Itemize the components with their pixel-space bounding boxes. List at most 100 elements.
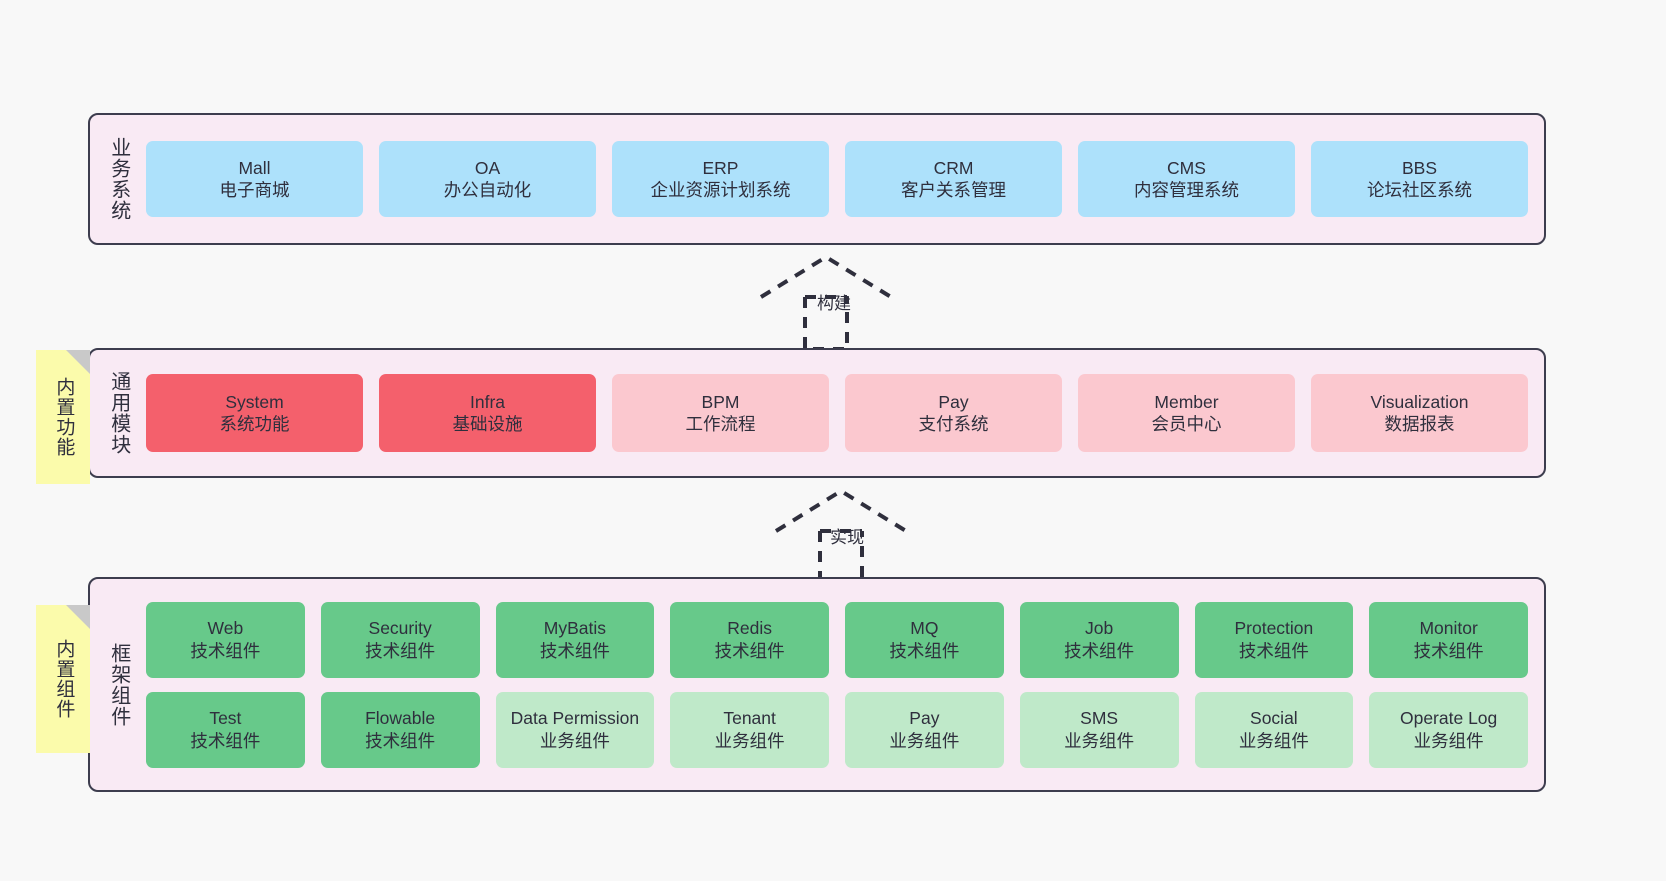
node-protection[interactable]: Protection 技术组件 xyxy=(1194,601,1354,678)
sticky-note-builtin-components: 内置组件 xyxy=(36,605,90,753)
node-title: ERP xyxy=(702,157,739,178)
node-infra[interactable]: Infra 基础设施 xyxy=(379,374,596,452)
node-subtitle: 技术组件 xyxy=(889,640,960,661)
node-title: Visualization xyxy=(1370,391,1469,412)
node-title: Pay xyxy=(938,391,969,412)
arrowhead-open-triangle xyxy=(774,488,908,533)
node-title: Job xyxy=(1085,618,1114,639)
node-mq[interactable]: MQ 技术组件 xyxy=(845,601,1004,678)
node-subtitle: 数据报表 xyxy=(1384,414,1455,434)
sticky-note-builtin-functions: 内置功能 xyxy=(36,350,90,484)
folded-corner-icon xyxy=(66,605,90,629)
node-subtitle: 技术组件 xyxy=(714,640,785,661)
node-system[interactable]: System 系统功能 xyxy=(146,374,363,452)
node-title: Infra xyxy=(469,391,506,412)
node-subtitle: 支付系统 xyxy=(918,414,989,434)
node-cms[interactable]: CMS 内容管理系统 xyxy=(1078,141,1295,217)
node-subtitle: 基础设施 xyxy=(452,414,523,434)
node-title: Tenant xyxy=(723,708,776,729)
node-title: Social xyxy=(1250,708,1298,729)
node-crm[interactable]: CRM 客户关系管理 xyxy=(845,141,1062,217)
node-title: Protection xyxy=(1234,618,1314,639)
node-security[interactable]: Security 技术组件 xyxy=(320,601,480,678)
node-subtitle: 内容管理系统 xyxy=(1134,180,1239,200)
node-pay-module[interactable]: Pay 支付系统 xyxy=(845,374,1062,452)
node-visualization[interactable]: Visualization 数据报表 xyxy=(1311,374,1528,452)
connector-implement-label: 实现 xyxy=(830,528,864,547)
node-subtitle: 技术组件 xyxy=(190,730,261,751)
connector-stem xyxy=(818,531,864,585)
node-title: Security xyxy=(368,618,432,639)
node-subtitle: 办公自动化 xyxy=(443,180,532,200)
node-title: CMS xyxy=(1167,157,1206,178)
node-subtitle: 系统功能 xyxy=(219,414,290,434)
node-title: MQ xyxy=(910,618,939,639)
node-subtitle: 技术组件 xyxy=(365,640,436,661)
node-redis[interactable]: Redis 技术组件 xyxy=(670,601,829,678)
node-erp[interactable]: ERP 企业资源计划系统 xyxy=(612,141,829,217)
node-title: MyBatis xyxy=(543,618,606,639)
layer-framework-label: 框架组件 xyxy=(107,642,130,727)
node-title: SMS xyxy=(1080,708,1119,729)
sticky-note-label: 内置组件 xyxy=(53,639,75,719)
node-web[interactable]: Web 技术组件 xyxy=(146,601,305,678)
connector-build-label: 构建 xyxy=(817,294,851,313)
node-data-permission[interactable]: Data Permission 业务组件 xyxy=(495,691,655,768)
layer-business-label: 业务系统 xyxy=(107,137,130,221)
node-sms[interactable]: SMS 业务组件 xyxy=(1019,691,1179,768)
framework-tech-row: Web 技术组件 Security 技术组件 MyBatis 技术组件 Redi… xyxy=(146,601,1528,678)
business-node-row: Mall 电子商城 OA 办公自动化 ERP 企业资源计划系统 CRM 客户关系… xyxy=(146,141,1528,217)
node-tenant[interactable]: Tenant 业务组件 xyxy=(670,691,829,768)
node-test[interactable]: Test 技术组件 xyxy=(146,691,305,768)
layer-business-systems: 业务系统 Mall 电子商城 OA 办公自动化 ERP 企业资源计划系统 CRM… xyxy=(88,113,1546,245)
node-subtitle: 论坛社区系统 xyxy=(1367,180,1472,200)
node-monitor[interactable]: Monitor 技术组件 xyxy=(1369,601,1528,678)
node-pay-component[interactable]: Pay 业务组件 xyxy=(845,691,1004,768)
node-mall[interactable]: Mall 电子商城 xyxy=(146,141,363,217)
node-subtitle: 技术组件 xyxy=(1064,640,1135,661)
node-subtitle: 技术组件 xyxy=(1413,640,1484,661)
layer-modules-label: 通用模块 xyxy=(107,371,130,455)
node-title: Redis xyxy=(727,618,772,639)
node-title: Pay xyxy=(909,708,940,729)
modules-node-row: System 系统功能 Infra 基础设施 BPM 工作流程 Pay 支付系统… xyxy=(146,374,1528,452)
node-subtitle: 业务组件 xyxy=(539,730,610,751)
node-subtitle: 业务组件 xyxy=(1238,730,1309,751)
connector-implement: 实现 xyxy=(760,483,940,593)
arrowhead-open-triangle xyxy=(759,254,893,299)
layer-framework-body: Web 技术组件 Security 技术组件 MyBatis 技术组件 Redi… xyxy=(146,579,1544,790)
node-mybatis[interactable]: MyBatis 技术组件 xyxy=(495,601,655,678)
layer-general-modules: 通用模块 System 系统功能 Infra 基础设施 BPM 工作流程 Pay… xyxy=(88,348,1546,478)
node-subtitle: 技术组件 xyxy=(539,640,610,661)
layer-business-body: Mall 电子商城 OA 办公自动化 ERP 企业资源计划系统 CRM 客户关系… xyxy=(146,115,1544,243)
node-title: Monitor xyxy=(1419,618,1478,639)
framework-business-row: Test 技术组件 Flowable 技术组件 Data Permission … xyxy=(146,691,1528,768)
node-social[interactable]: Social 业务组件 xyxy=(1194,691,1354,768)
node-bbs[interactable]: BBS 论坛社区系统 xyxy=(1311,141,1528,217)
node-subtitle: 业务组件 xyxy=(1064,730,1135,751)
node-flowable[interactable]: Flowable 技术组件 xyxy=(320,691,480,768)
node-job[interactable]: Job 技术组件 xyxy=(1019,601,1179,678)
node-subtitle: 业务组件 xyxy=(889,730,960,751)
node-title: Data Permission xyxy=(510,708,640,729)
node-member[interactable]: Member 会员中心 xyxy=(1078,374,1295,452)
node-title: Web xyxy=(207,618,244,639)
sticky-note-label: 内置功能 xyxy=(53,377,75,457)
node-oa[interactable]: OA 办公自动化 xyxy=(379,141,596,217)
layer-modules-body: System 系统功能 Infra 基础设施 BPM 工作流程 Pay 支付系统… xyxy=(146,350,1544,476)
node-subtitle: 业务组件 xyxy=(1413,730,1484,751)
node-subtitle: 客户关系管理 xyxy=(901,180,1006,200)
node-title: Mall xyxy=(238,157,271,178)
node-operate-log[interactable]: Operate Log 业务组件 xyxy=(1369,691,1528,768)
node-subtitle: 技术组件 xyxy=(190,640,261,661)
layer-framework-components: 框架组件 Web 技术组件 Security 技术组件 MyBatis 技术组件… xyxy=(88,577,1546,792)
node-title: Flowable xyxy=(365,708,436,729)
node-subtitle: 技术组件 xyxy=(1238,640,1309,661)
node-subtitle: 业务组件 xyxy=(714,730,785,751)
node-title: Member xyxy=(1154,391,1219,412)
node-bpm[interactable]: BPM 工作流程 xyxy=(612,374,829,452)
node-subtitle: 电子商城 xyxy=(219,180,290,200)
node-title: BBS xyxy=(1401,157,1438,178)
node-title: System xyxy=(225,391,284,412)
